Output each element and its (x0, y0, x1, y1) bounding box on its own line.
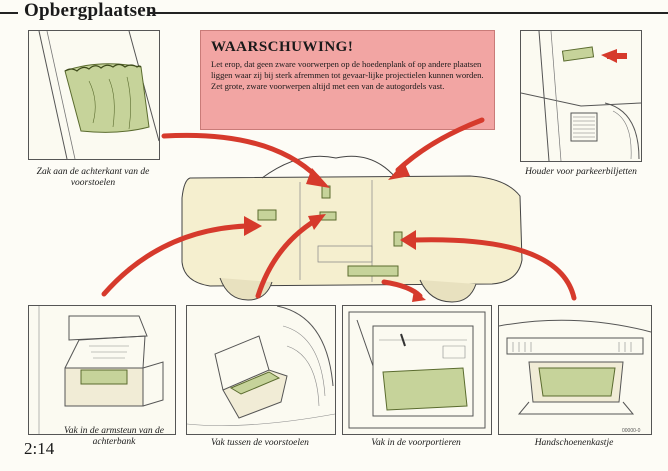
parking-ticket-holder-illustration (520, 30, 642, 162)
rear-armrest-illustration (28, 305, 176, 435)
seatback-pocket-illustration (28, 30, 160, 160)
caption-front-door: Vak in de voorportieren (371, 438, 461, 448)
caption-between-seats: Vak tussen de voorstoelen (211, 438, 309, 448)
title-rule-left (0, 12, 18, 14)
between-seats-illustration (186, 305, 336, 435)
warning-box: WAARSCHUWING! Let erop, dat geen zware v… (200, 30, 495, 130)
caption-rear-armrest: Vak in de armsteun van de achterbank (64, 426, 164, 447)
title-rule-right (148, 12, 668, 14)
glovebox-illustration (498, 305, 652, 435)
page-number: 2:14 (24, 439, 55, 458)
caption-glovebox: Handschoenenkastje (534, 438, 614, 448)
page-title: Opbergplaatsen (24, 0, 157, 21)
warning-heading: WAARSCHUWING! (211, 39, 354, 55)
caption-parking-ticket-holder: Houder voor parkeerbiljetten (525, 167, 637, 177)
figure-code: 00000-0 (622, 428, 641, 434)
warning-text: Let erop, dat geen zware voorwerpen op d… (211, 59, 484, 91)
caption-seatback-pocket: Zak aan de achterkant van de voorstoelen (36, 167, 150, 188)
front-door-illustration (342, 305, 492, 435)
